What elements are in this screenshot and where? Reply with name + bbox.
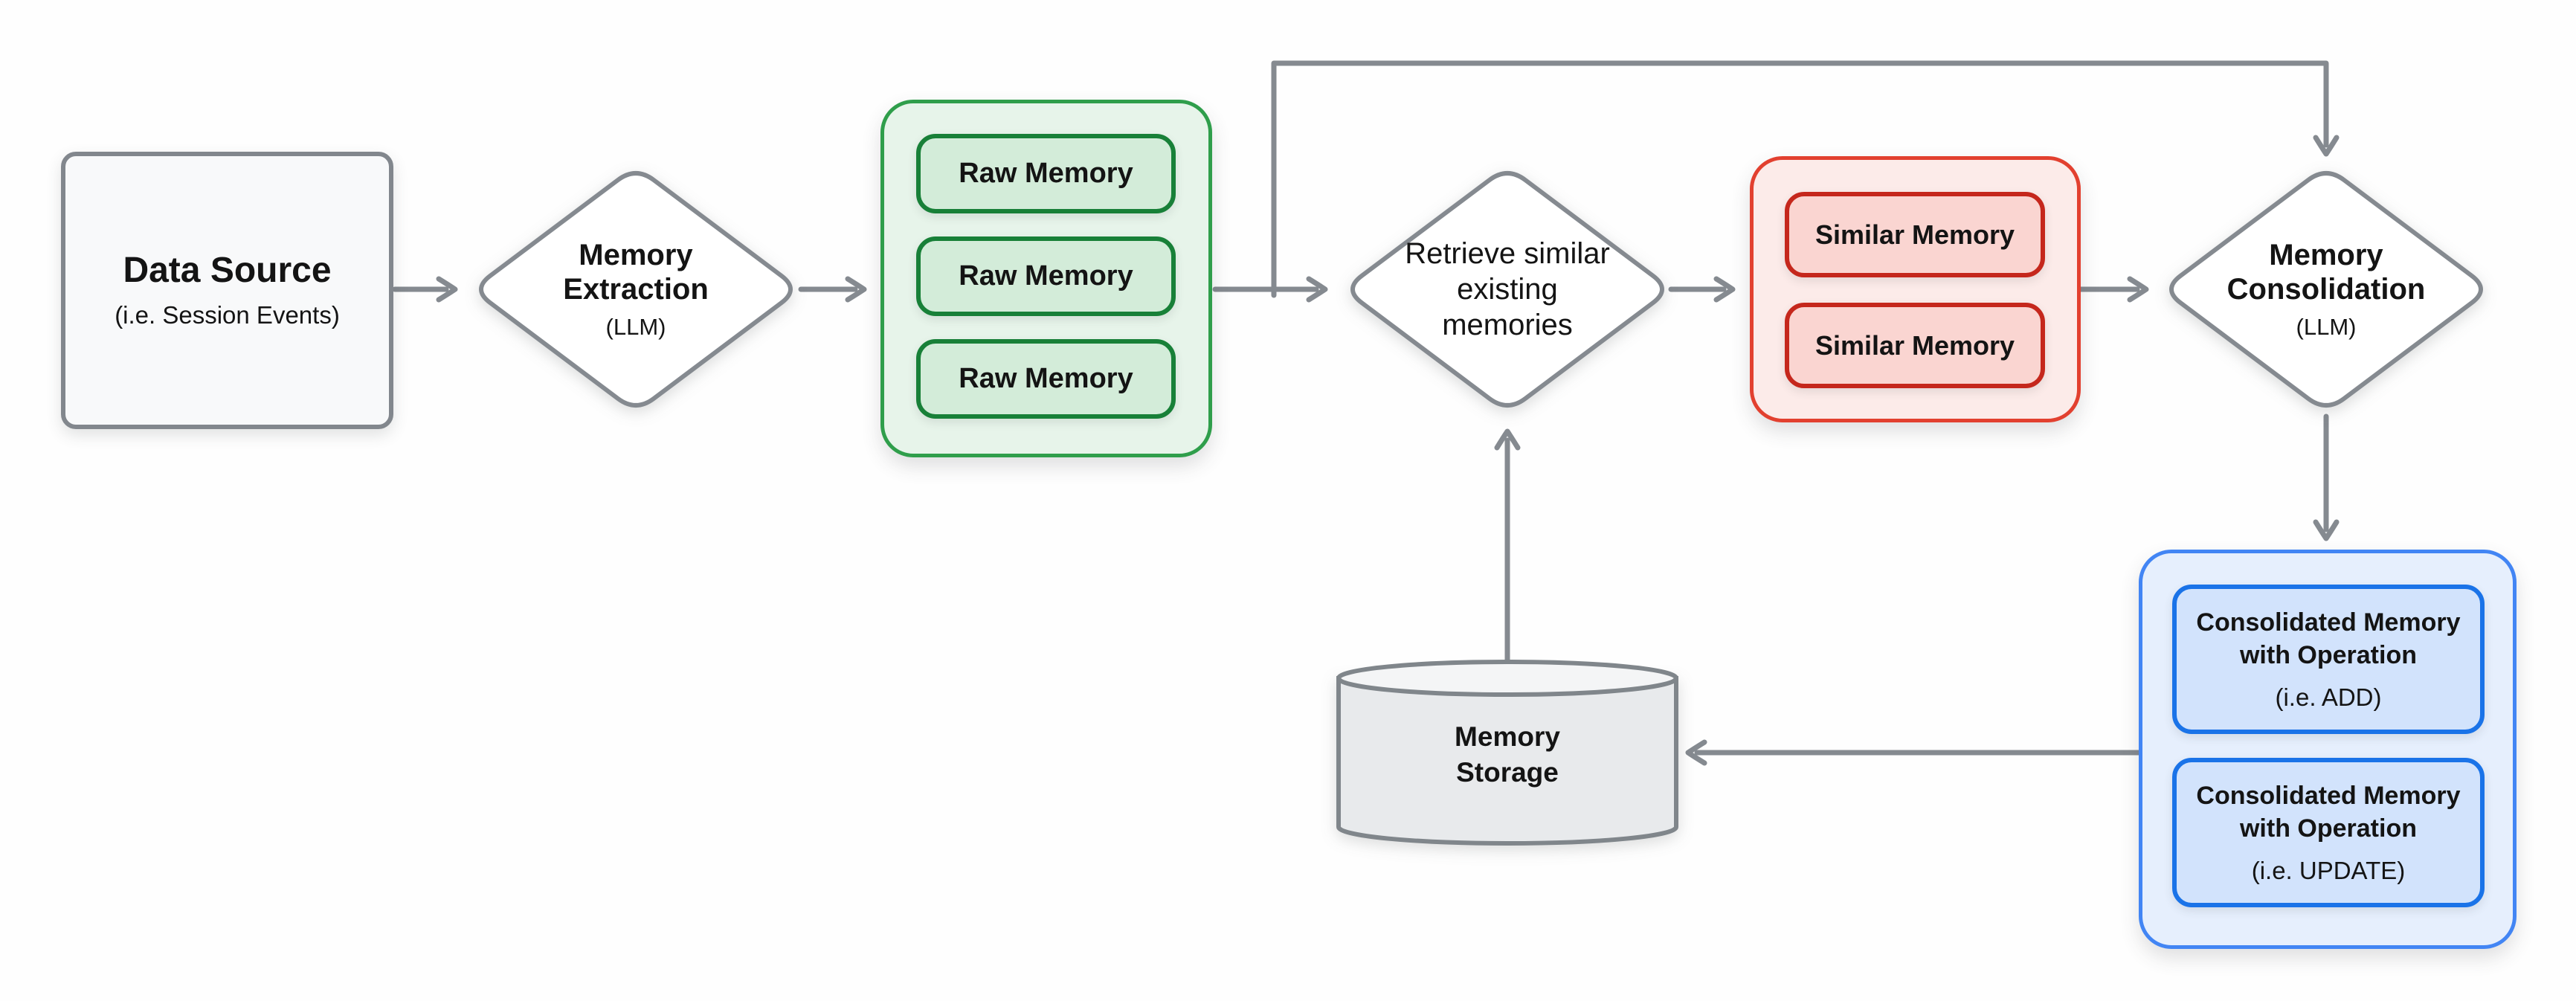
similar-memory-card: Similar Memory (1785, 303, 2045, 388)
consolidated-memory-title: Consolidated Memory with Operation (2196, 608, 2461, 669)
consolidated-memory-operation: (i.e. ADD) (2275, 683, 2382, 712)
feedback-line-to-consolidation (1271, 60, 2340, 298)
consolidated-memory-card-add: Consolidated Memory with Operation (i.e.… (2172, 585, 2485, 734)
memory-extraction-diamond (479, 171, 793, 408)
raw-memory-card: Raw Memory (916, 236, 1176, 316)
memory-storage-cylinder-top (1336, 660, 1678, 697)
similar-memory-label: Similar Memory (1815, 329, 2015, 361)
consolidated-memory-operation: (i.e. UPDATE) (2251, 857, 2406, 885)
similar-memory-label: Similar Memory (1815, 219, 2015, 250)
raw-memory-label: Raw Memory (959, 363, 1133, 394)
raw-memory-label: Raw Memory (959, 158, 1133, 189)
data-source-title: Data Source (123, 251, 332, 291)
consolidated-memory-title: Consolidated Memory with Operation (2196, 781, 2461, 843)
data-source-node: Data Source (i.e. Session Events) (61, 152, 393, 429)
memory-storage-cylinder (1336, 676, 1678, 846)
similar-memory-card: Similar Memory (1785, 192, 2045, 277)
raw-memory-card: Raw Memory (916, 134, 1176, 213)
memory-consolidation-diamond (2169, 171, 2483, 408)
raw-memory-label: Raw Memory (959, 260, 1133, 292)
data-source-subtitle: (i.e. Session Events) (115, 300, 340, 329)
retrieve-memories-diamond (1350, 171, 1664, 408)
raw-memory-card: Raw Memory (916, 339, 1176, 419)
consolidated-memory-card-update: Consolidated Memory with Operation (i.e.… (2172, 758, 2485, 907)
